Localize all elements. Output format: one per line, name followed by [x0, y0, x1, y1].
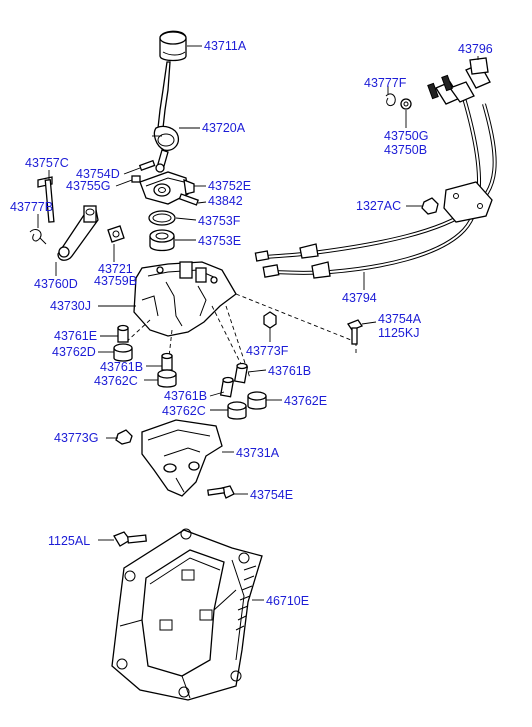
part-number-1327AC[interactable]: 1327AC [356, 199, 402, 213]
grommet-43762E [247, 391, 267, 410]
part-number-43762D[interactable]: 43762D [52, 345, 96, 359]
clip-43777F [385, 93, 396, 107]
ring-spring [148, 210, 176, 226]
part-number-43752E[interactable]: 43752E [208, 179, 252, 193]
part-number-43773G[interactable]: 43773G [54, 431, 99, 445]
bushing [149, 229, 175, 252]
grommet-43762C-b [227, 401, 247, 420]
part-number-43796[interactable]: 43796 [458, 42, 493, 56]
clip-43796 [469, 57, 489, 75]
shift-housing [133, 261, 237, 337]
part-number-43842[interactable]: 43842 [208, 194, 243, 208]
select-lever [57, 205, 99, 261]
part-number-1125KJ[interactable]: 1125KJ [378, 326, 420, 340]
shift-cables [254, 63, 497, 279]
part-number-43761B-a[interactable]: 43761B [100, 360, 144, 374]
part-number-43757C[interactable]: 43757C [25, 156, 69, 170]
nut-43773G [115, 429, 133, 445]
part-number-43760D[interactable]: 43760D [34, 277, 78, 291]
clip-43777B [29, 229, 47, 245]
part-number-46710E[interactable]: 46710E [266, 594, 310, 608]
sleeve-43761E [117, 324, 129, 343]
nut-43773F [263, 311, 277, 329]
sleeve-43761B-a [161, 352, 173, 371]
grommet-43762D [113, 343, 133, 362]
washer-43750G [400, 98, 412, 110]
part-number-43759B[interactable]: 43759B [94, 274, 138, 288]
mounting-frame [111, 528, 263, 701]
lower-bracket [141, 419, 223, 497]
pin-washer [131, 159, 156, 183]
part-number-43753E[interactable]: 43753E [198, 234, 242, 248]
part-number-1125AL[interactable]: 1125AL [48, 534, 91, 548]
part-number-43750G[interactable]: 43750G [384, 129, 429, 143]
bolt-1125AL [113, 531, 147, 547]
part-number-43762C-b[interactable]: 43762C [162, 404, 206, 418]
part-number-43753F[interactable]: 43753F [198, 214, 241, 228]
part-number-43762C-a[interactable]: 43762C [94, 374, 138, 388]
lever-bracket [139, 171, 195, 205]
part-number-43777F[interactable]: 43777F [364, 76, 407, 90]
nut-1327AC [421, 197, 439, 215]
shift-lever [153, 61, 180, 173]
part-number-43762E[interactable]: 43762E [284, 394, 328, 408]
pin-43842 [178, 193, 199, 206]
shift-knob [159, 30, 187, 62]
part-number-43731A[interactable]: 43731A [236, 446, 280, 460]
part-number-43754E[interactable]: 43754E [250, 488, 294, 502]
part-number-43761E[interactable]: 43761E [54, 329, 98, 343]
part-number-43777B[interactable]: 43777B [10, 200, 54, 214]
grommet-43762C-a [157, 369, 177, 388]
part-number-43721[interactable]: 43721 [98, 262, 133, 276]
part-number-43750B[interactable]: 43750B [384, 143, 428, 157]
part-number-43754D[interactable]: 43754D [76, 167, 120, 181]
bolt-43754E [207, 485, 235, 499]
part-number-43730J[interactable]: 43730J [50, 299, 92, 313]
part-number-43711A[interactable]: 43711A [204, 39, 247, 53]
bolt-43754A [347, 319, 363, 345]
part-number-43761B-c[interactable]: 43761B [164, 389, 208, 403]
long-bolt [37, 176, 55, 223]
small-bushing [107, 225, 125, 243]
part-number-43794[interactable]: 43794 [342, 291, 377, 305]
part-number-43720A[interactable]: 43720A [202, 121, 246, 135]
part-number-43773F[interactable]: 43773F [246, 344, 289, 358]
sleeve-43761B-c [219, 376, 235, 398]
part-number-43754A[interactable]: 43754A [378, 312, 422, 326]
part-number-43761B-b[interactable]: 43761B [268, 364, 312, 378]
part-number-43755G[interactable]: 43755G [66, 179, 111, 193]
sleeve-43761B-b [233, 362, 249, 384]
